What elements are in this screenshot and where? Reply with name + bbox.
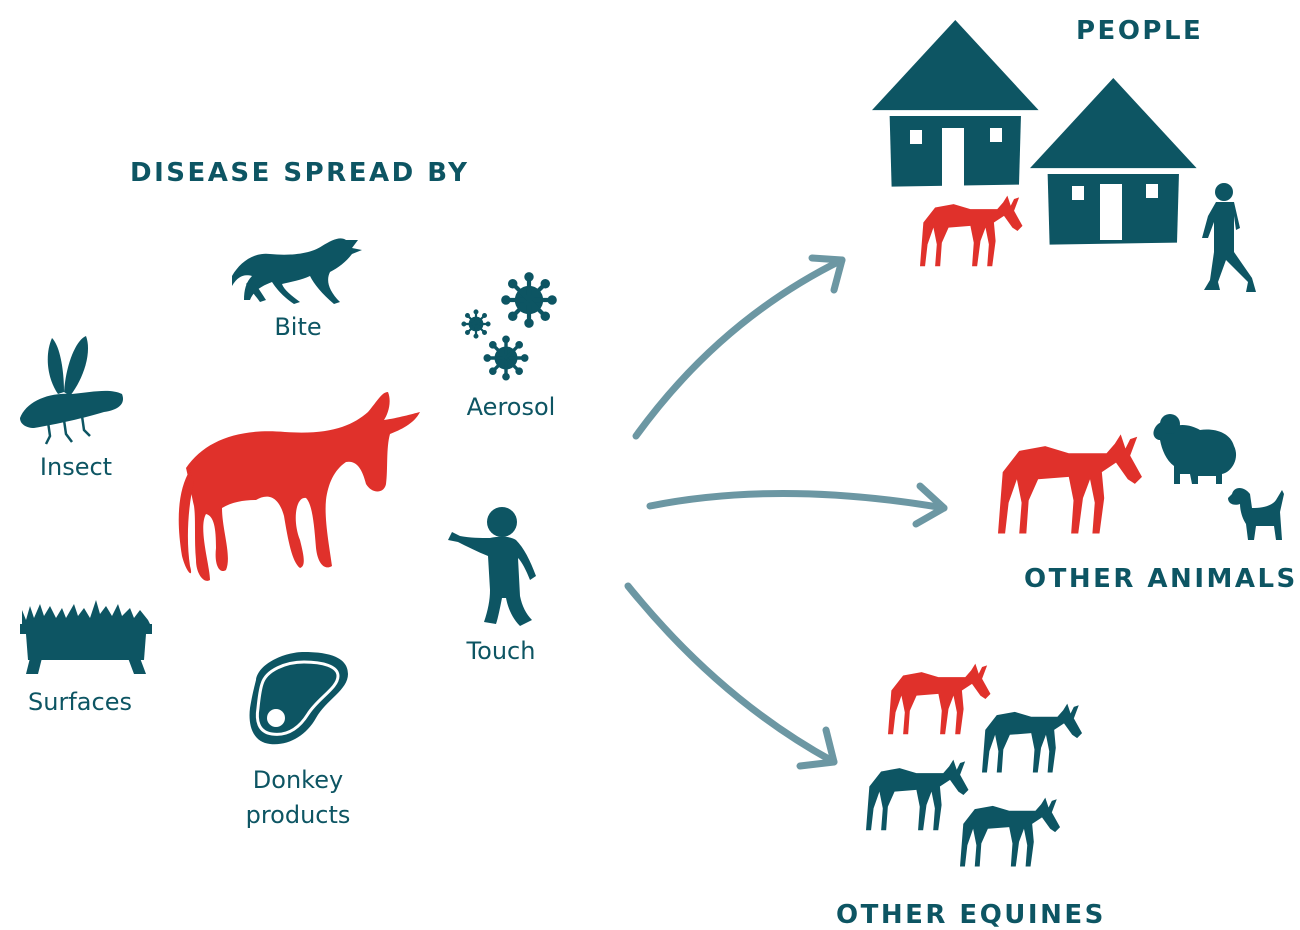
- arrow-icon: [624, 254, 948, 770]
- dog-icon: [232, 238, 362, 304]
- feeding-trough-icon: [20, 600, 152, 674]
- donkey-icon: [998, 434, 1142, 534]
- hut-window: [910, 128, 1158, 240]
- person-walking-icon: [1202, 183, 1256, 292]
- donkey-icon: [866, 703, 1083, 867]
- donkey-icon: [920, 195, 1023, 267]
- label-donkey-products-line1: Donkey: [252, 766, 344, 794]
- heading-other-animals: OTHER ANIMALS: [1024, 564, 1298, 594]
- label-touch: Touch: [466, 637, 536, 665]
- label-insect: Insect: [39, 453, 113, 481]
- fly-icon: [20, 336, 124, 445]
- label-aerosol: Aerosol: [466, 393, 556, 421]
- sheep-icon: [1153, 414, 1237, 484]
- donkey-icon: [888, 663, 991, 735]
- heading-other-equines: OTHER EQUINES: [836, 900, 1106, 930]
- virus-icon: [460, 273, 557, 382]
- central-donkey-icon: [178, 392, 420, 581]
- label-bite: Bite: [274, 313, 322, 341]
- child-icon: [448, 507, 536, 626]
- meat-icon: [249, 652, 348, 745]
- dog-icon: [1228, 488, 1284, 540]
- label-surfaces: Surfaces: [28, 688, 132, 716]
- heading-people: PEOPLE: [1076, 16, 1204, 46]
- label-donkey-products-line2: products: [245, 801, 351, 829]
- heading-disease-spread-by: DISEASE SPREAD BY: [130, 158, 470, 188]
